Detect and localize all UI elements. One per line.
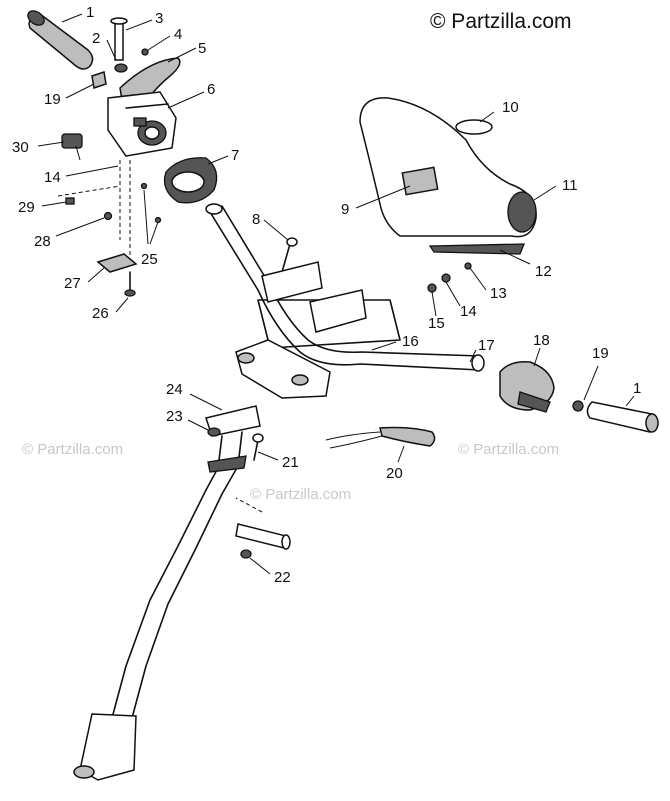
part-1-right-grip xyxy=(586,401,659,433)
part-20-heater xyxy=(325,426,436,449)
callout-14-left: 14 xyxy=(44,169,61,186)
part-6-throttle-housing xyxy=(107,91,177,157)
watermark-center: © Partzilla.com xyxy=(250,486,352,503)
callout-4: 4 xyxy=(174,26,182,43)
callout-6: 6 xyxy=(207,81,215,98)
part-25-screw-a xyxy=(140,182,148,190)
callout-23: 23 xyxy=(166,408,183,425)
callout-12: 12 xyxy=(535,263,552,280)
callout-29: 29 xyxy=(18,199,35,216)
copyright-text: © Partzilla.com xyxy=(430,10,572,33)
callout-14-right: 14 xyxy=(460,303,477,320)
part-1-left-grip xyxy=(27,10,94,70)
callout-1-right: 1 xyxy=(633,380,641,397)
callout-8: 8 xyxy=(252,211,260,228)
part-26-screw xyxy=(124,271,136,297)
callout-19-left: 19 xyxy=(44,91,61,108)
part-4-nut xyxy=(141,48,149,56)
part-28-screw xyxy=(103,211,113,221)
callout-5: 5 xyxy=(198,40,206,57)
part-29-clip xyxy=(65,197,75,205)
part-22-tube xyxy=(235,497,291,559)
part-23-nut xyxy=(207,427,221,437)
guide-line-3 xyxy=(57,185,121,197)
callout-25: 25 xyxy=(141,251,158,268)
part-18-control xyxy=(499,360,555,413)
callout-17: 17 xyxy=(478,337,495,354)
callout-9: 9 xyxy=(341,201,349,218)
callout-13: 13 xyxy=(490,285,507,302)
handlebar-clamp-lower xyxy=(235,339,331,399)
part-27-bracket xyxy=(96,253,138,273)
callout-21: 21 xyxy=(282,454,299,471)
callout-18: 18 xyxy=(533,332,550,349)
part-8-bolt xyxy=(281,237,298,273)
part-12-strip xyxy=(428,243,525,255)
part-30-switch xyxy=(61,133,83,161)
handlebar-clamp-upper xyxy=(261,261,367,333)
part-21-bolt xyxy=(252,433,264,461)
callout-22: 22 xyxy=(274,569,291,586)
part-9-insert xyxy=(401,166,439,196)
callout-numbers: 1 2 3 4 5 19 6 7 30 14 29 28 25 27 26 8 … xyxy=(12,4,641,586)
callout-20: 20 xyxy=(386,465,403,482)
part-7-ring xyxy=(163,157,218,204)
part-2-washer xyxy=(114,63,128,73)
watermark-left: © Partzilla.com xyxy=(22,441,124,458)
part-15-nut xyxy=(427,283,437,293)
part-25-screw-b xyxy=(154,216,162,224)
callout-7: 7 xyxy=(231,147,239,164)
watermark-right: © Partzilla.com xyxy=(458,441,560,458)
part-14-washer xyxy=(441,273,451,283)
callout-15: 15 xyxy=(428,315,445,332)
part-13-screw xyxy=(464,262,472,270)
callout-28: 28 xyxy=(34,233,51,250)
callout-27: 27 xyxy=(64,275,81,292)
callout-1-left: 1 xyxy=(86,4,94,21)
callout-2: 2 xyxy=(92,30,100,47)
callout-16: 16 xyxy=(402,333,419,350)
callout-11: 11 xyxy=(562,177,578,194)
callout-10: 10 xyxy=(502,99,519,116)
part-11-pad xyxy=(359,97,537,238)
callout-26: 26 xyxy=(92,305,109,322)
part-10-label xyxy=(455,119,493,135)
part-19-cap-right xyxy=(572,400,584,412)
part-3-bolt xyxy=(110,17,128,61)
steering-post xyxy=(73,405,261,781)
part-19-cap-left xyxy=(91,71,107,89)
callout-19-right: 19 xyxy=(592,345,609,362)
callout-30: 30 xyxy=(12,139,29,156)
callout-3: 3 xyxy=(155,10,163,27)
leader-lines xyxy=(37,13,635,575)
callout-24: 24 xyxy=(166,381,183,398)
